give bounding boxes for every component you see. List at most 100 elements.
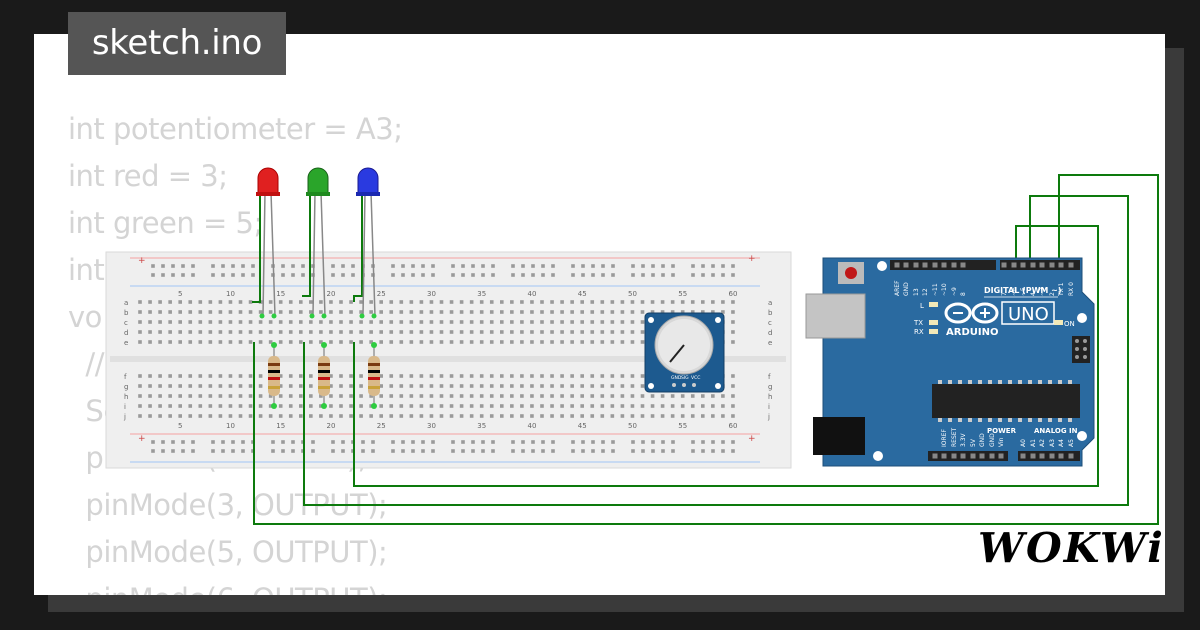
breadboard-hole[interactable] <box>640 330 645 334</box>
breadboard-hole[interactable] <box>228 340 233 344</box>
rail-hole[interactable] <box>551 264 555 268</box>
breadboard-hole[interactable] <box>419 414 424 418</box>
breadboard-hole[interactable] <box>238 340 243 344</box>
header-pin[interactable] <box>932 262 938 268</box>
breadboard-hole[interactable] <box>409 340 414 344</box>
breadboard-hole[interactable] <box>600 374 605 378</box>
breadboard-hole[interactable] <box>610 330 615 334</box>
breadboard-hole[interactable] <box>218 374 223 378</box>
rail-hole[interactable] <box>311 264 315 268</box>
breadboard-hole[interactable] <box>640 374 645 378</box>
breadboard-hole[interactable] <box>258 330 263 334</box>
rail-hole[interactable] <box>421 449 425 453</box>
breadboard-hole[interactable] <box>349 300 353 304</box>
breadboard-hole[interactable] <box>369 320 373 324</box>
breadboard-hole[interactable] <box>198 374 203 378</box>
rail-hole[interactable] <box>721 440 725 444</box>
breadboard-hole[interactable] <box>721 394 725 398</box>
rail-hole[interactable] <box>401 264 405 268</box>
breadboard-hole[interactable] <box>540 310 544 314</box>
breadboard-hole[interactable] <box>670 404 675 408</box>
rail-hole[interactable] <box>731 264 735 268</box>
rail-hole[interactable] <box>181 273 185 277</box>
breadboard-hole[interactable] <box>550 320 554 324</box>
rail-hole[interactable] <box>221 273 225 277</box>
breadboard-hole[interactable] <box>610 374 615 378</box>
breadboard-hole[interactable] <box>469 320 474 324</box>
breadboard-hole[interactable] <box>570 310 574 314</box>
breadboard-hole[interactable] <box>680 310 685 314</box>
rail-hole[interactable] <box>471 273 475 277</box>
breadboard-hole[interactable] <box>701 310 705 314</box>
breadboard-hole[interactable] <box>178 330 182 334</box>
rail-hole[interactable] <box>541 449 545 453</box>
breadboard-hole[interactable] <box>429 404 434 408</box>
rail-hole[interactable] <box>721 273 725 277</box>
rail-hole[interactable] <box>211 273 215 277</box>
breadboard-hole[interactable] <box>721 310 725 314</box>
breadboard-hole[interactable] <box>278 320 283 324</box>
breadboard-hole[interactable] <box>198 310 203 314</box>
rail-hole[interactable] <box>161 273 165 277</box>
breadboard-hole[interactable] <box>610 394 615 398</box>
breadboard-hole[interactable] <box>309 404 313 408</box>
breadboard-hole[interactable] <box>500 414 504 418</box>
breadboard-hole[interactable] <box>359 374 363 378</box>
breadboard-hole[interactable] <box>520 340 524 344</box>
breadboard-hole[interactable] <box>349 384 353 388</box>
breadboard-hole[interactable] <box>721 414 725 418</box>
breadboard-hole[interactable] <box>299 340 303 344</box>
rail-hole[interactable] <box>601 264 605 268</box>
breadboard-hole[interactable] <box>258 320 263 324</box>
rail-hole[interactable] <box>611 273 615 277</box>
breadboard-hole[interactable] <box>560 320 564 324</box>
breadboard-hole[interactable] <box>309 310 313 314</box>
breadboard-hole[interactable] <box>218 300 223 304</box>
breadboard-hole[interactable] <box>278 384 283 388</box>
breadboard-hole[interactable] <box>620 300 625 304</box>
breadboard-hole[interactable] <box>449 310 454 314</box>
rail-hole[interactable] <box>591 264 595 268</box>
rail-hole[interactable] <box>581 440 585 444</box>
breadboard-hole[interactable] <box>530 394 534 398</box>
breadboard-hole[interactable] <box>510 300 514 304</box>
breadboard-hole[interactable] <box>439 404 444 408</box>
wire-red-led[interactable] <box>252 195 261 303</box>
breadboard-hole[interactable] <box>660 300 665 304</box>
breadboard-hole[interactable] <box>288 320 293 324</box>
breadboard-hole[interactable] <box>731 404 735 408</box>
breadboard-hole[interactable] <box>309 340 313 344</box>
rail-hole[interactable] <box>401 440 405 444</box>
breadboard-hole[interactable] <box>560 384 564 388</box>
breadboard-hole[interactable] <box>439 330 444 334</box>
rail-hole[interactable] <box>661 264 665 268</box>
breadboard-hole[interactable] <box>469 384 474 388</box>
rail-hole[interactable] <box>541 264 545 268</box>
breadboard-hole[interactable] <box>369 300 373 304</box>
breadboard-hole[interactable] <box>600 320 605 324</box>
breadboard-hole[interactable] <box>309 394 313 398</box>
rail-hole[interactable] <box>611 449 615 453</box>
breadboard-hole[interactable] <box>399 394 404 398</box>
breadboard-hole[interactable] <box>610 340 615 344</box>
rail-hole[interactable] <box>461 264 465 268</box>
breadboard-hole[interactable] <box>731 394 735 398</box>
rail-hole[interactable] <box>461 449 465 453</box>
breadboard-hole[interactable] <box>238 404 243 408</box>
rail-hole[interactable] <box>711 264 715 268</box>
breadboard-hole[interactable] <box>650 414 655 418</box>
breadboard-hole[interactable] <box>489 404 494 408</box>
breadboard-hole[interactable] <box>500 404 504 408</box>
breadboard-hole[interactable] <box>288 414 293 418</box>
breadboard-hole[interactable] <box>489 310 494 314</box>
breadboard-hole[interactable] <box>590 384 595 388</box>
rail-hole[interactable] <box>231 440 235 444</box>
breadboard-hole[interactable] <box>248 310 253 314</box>
breadboard-hole[interactable] <box>329 340 333 344</box>
breadboard-hole[interactable] <box>248 340 253 344</box>
rail-hole[interactable] <box>251 264 255 268</box>
breadboard-hole[interactable] <box>168 394 172 398</box>
rail-hole[interactable] <box>281 449 285 453</box>
rail-hole[interactable] <box>231 449 235 453</box>
rail-hole[interactable] <box>391 264 395 268</box>
